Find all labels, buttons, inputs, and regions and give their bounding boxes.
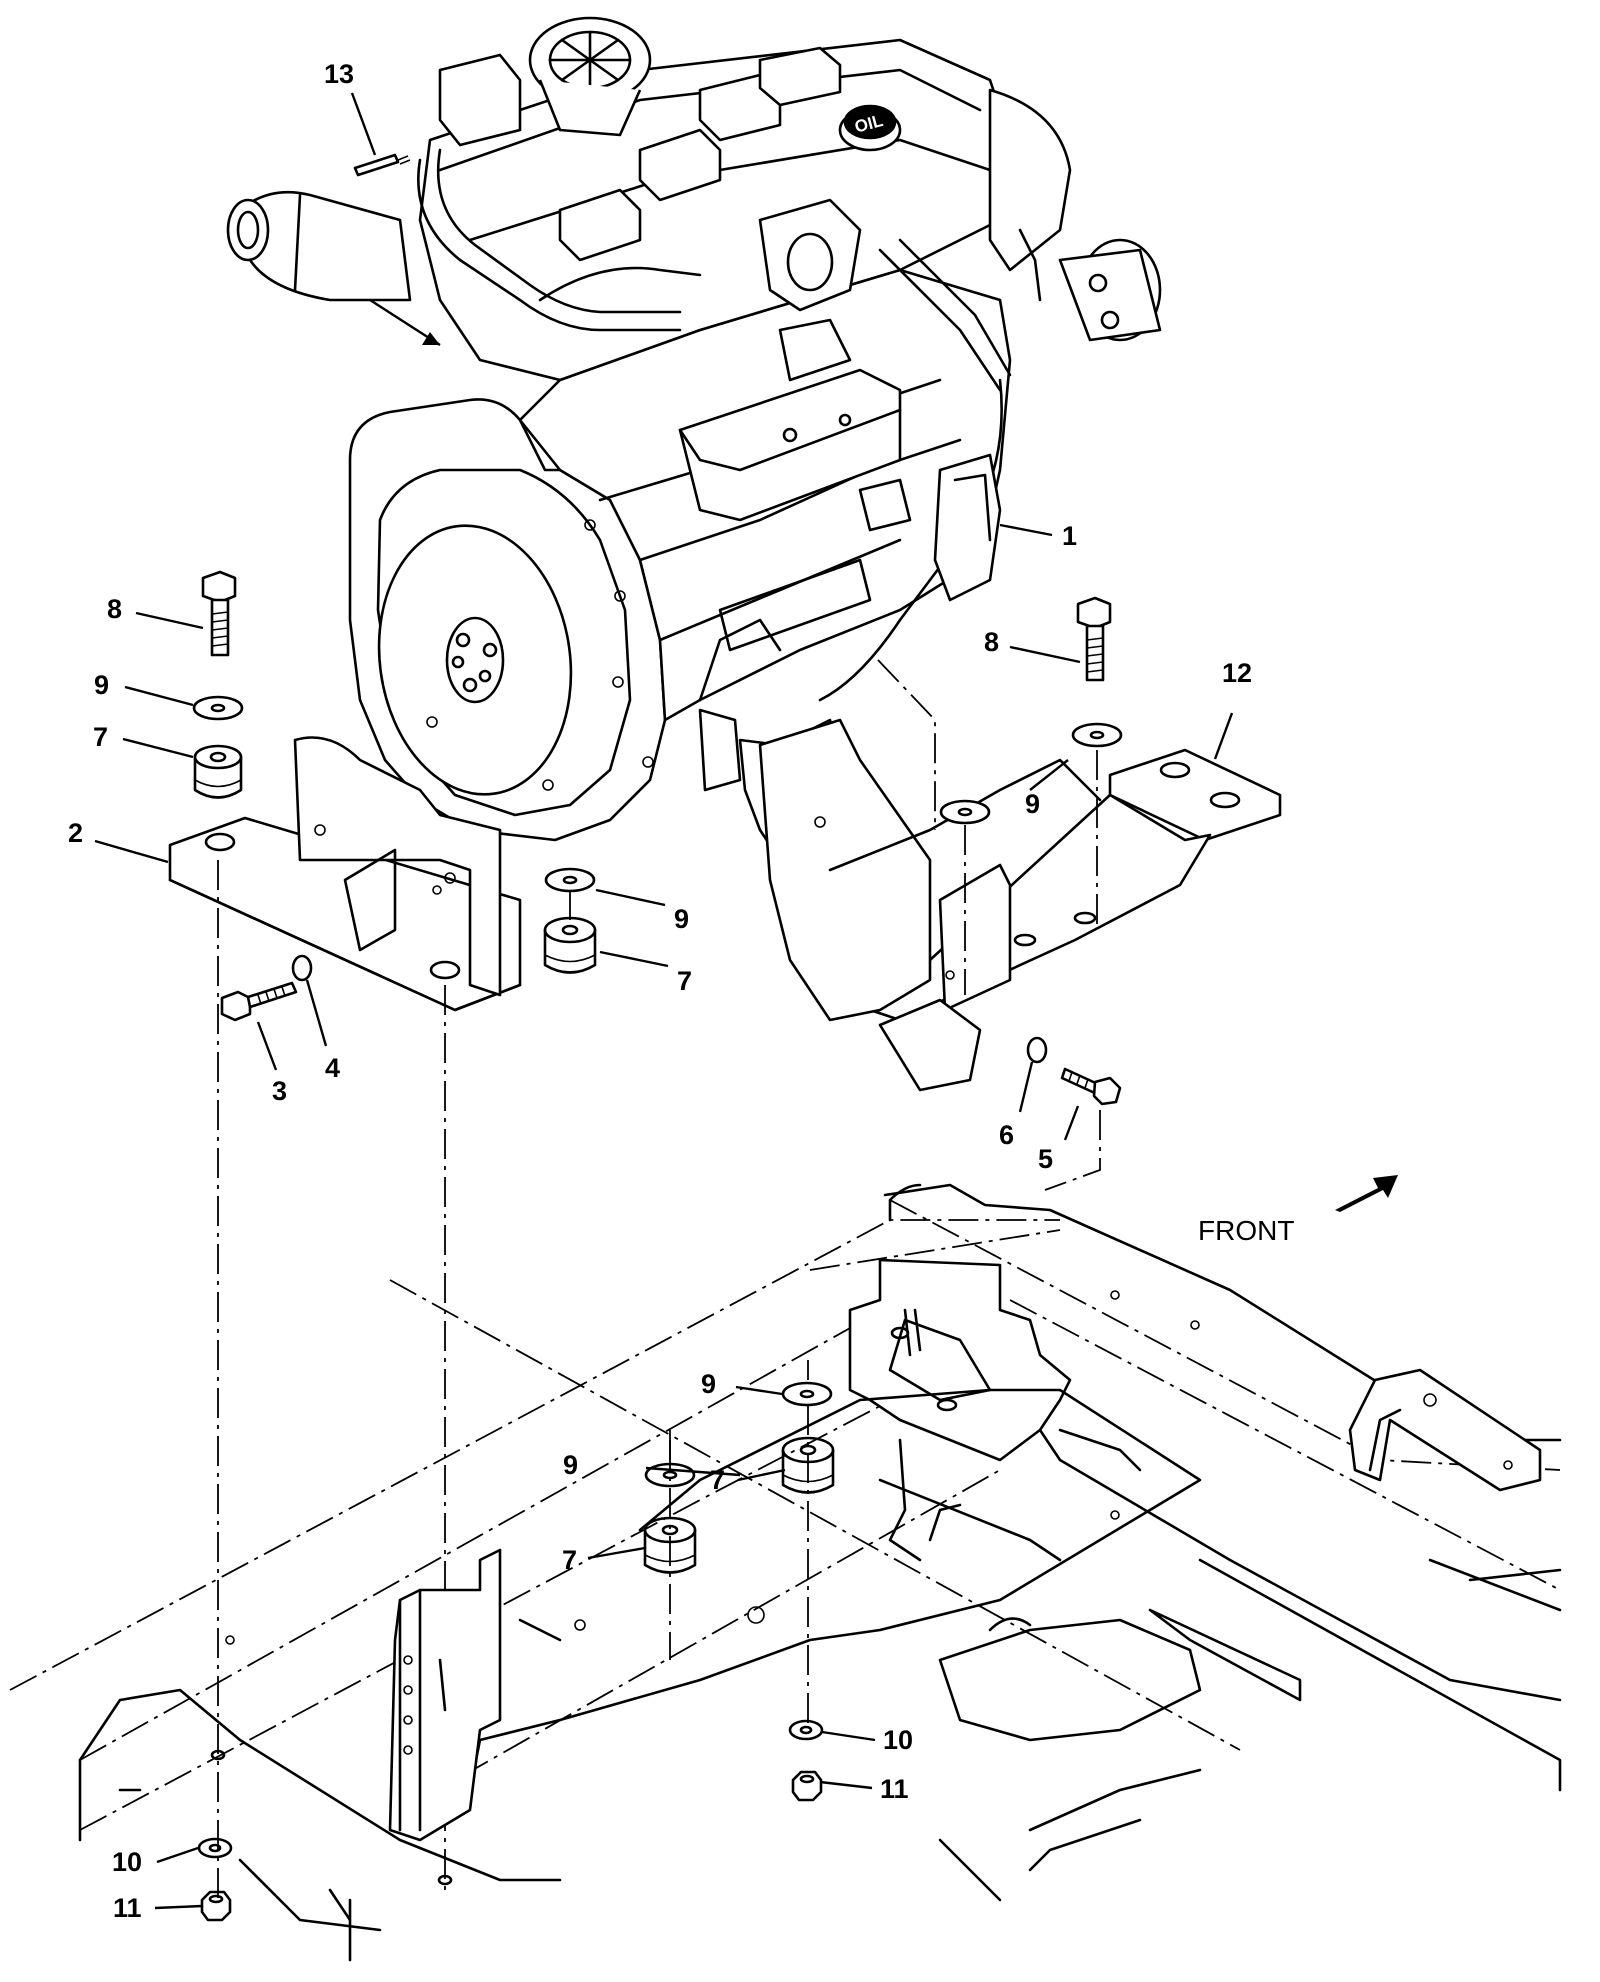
- callout-10-left: 10: [112, 1847, 142, 1877]
- left-engine-mount-bracket: [168, 736, 522, 1012]
- callout-1: 1: [1062, 521, 1077, 551]
- callout-8-right: 8: [984, 627, 999, 657]
- nut-11: [200, 1770, 823, 1922]
- callout-13: 13: [324, 59, 354, 89]
- callout-11-left: 11: [113, 1893, 142, 1923]
- callout-3: 3: [272, 1076, 287, 1106]
- callout-11-right: 11: [880, 1774, 909, 1804]
- callout-2: 2: [68, 818, 83, 848]
- washer-6: [1026, 1036, 1048, 1064]
- callout-7-frame-upper: 7: [710, 1465, 725, 1495]
- engine-assembly: OIL: [226, 16, 1162, 862]
- callout-8-left: 8: [107, 594, 122, 624]
- long-bolt-right: [1076, 596, 1112, 682]
- callout-7-center: 7: [677, 966, 692, 996]
- callout-leaders: [94, 92, 1234, 1910]
- front-arrow-icon: [1335, 1175, 1398, 1212]
- washer-4: [291, 954, 313, 982]
- washer-10: [197, 1719, 824, 1859]
- callout-6: 6: [999, 1120, 1014, 1150]
- callout-7-frame-lower: 7: [562, 1545, 577, 1575]
- callout-9-center: 9: [674, 904, 689, 934]
- alignment-centerlines: [217, 659, 1101, 1900]
- callout-9-frame-upper: 9: [701, 1369, 716, 1399]
- vehicle-frame: [9, 1183, 1562, 1962]
- bolt-3: [220, 981, 298, 1022]
- front-direction-label: FRONT: [1198, 1215, 1294, 1246]
- callout-9-right: 9: [1025, 789, 1040, 819]
- callout-9-left: 9: [94, 670, 109, 700]
- callout-9-frame-lower: 9: [563, 1450, 578, 1480]
- bolt-5: [1060, 1067, 1122, 1106]
- callout-5: 5: [1038, 1144, 1053, 1174]
- right-engine-mount-bracket: [758, 718, 1282, 1092]
- callout-4: 4: [325, 1053, 340, 1083]
- long-bolt-left: [201, 570, 237, 657]
- callout-12: 12: [1222, 658, 1252, 688]
- callout-10-right: 10: [883, 1725, 913, 1755]
- callout-7-left: 7: [93, 722, 108, 752]
